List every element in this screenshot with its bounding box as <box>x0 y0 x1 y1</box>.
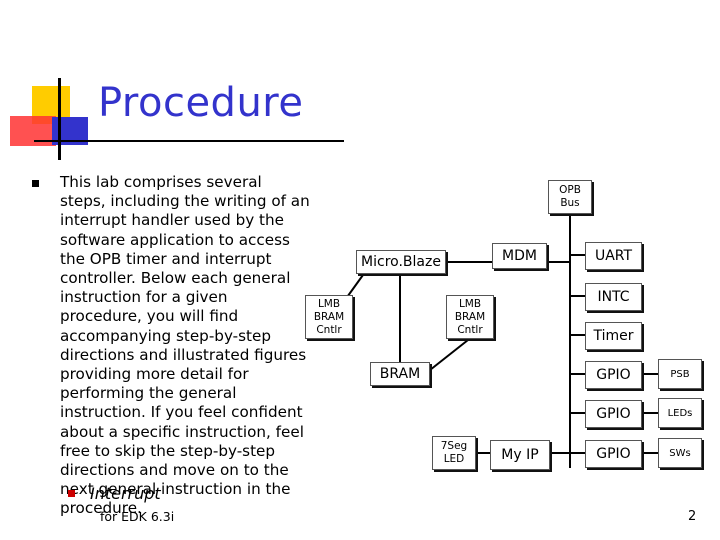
psb-box: PSB <box>658 359 702 389</box>
logo-vertical-line <box>58 78 61 160</box>
timer-box: Timer <box>585 322 642 350</box>
lmb-bram-cntlr-left-box: LMB BRAM Cntlr <box>305 295 353 339</box>
opb-bus-box: OPB Bus <box>548 180 592 214</box>
wire-lmb-right-bram <box>429 339 469 371</box>
lmb-bram-cntlr-right-box: LMB BRAM Cntlr <box>446 295 494 339</box>
footer-text: for EDK 6.3i <box>100 509 175 524</box>
gpio-psb-box: GPIO <box>585 361 642 389</box>
bram-box: BRAM <box>370 362 430 386</box>
leds-box: LEDs <box>658 398 702 428</box>
mdm-box: MDM <box>492 243 547 269</box>
uart-box: UART <box>585 242 642 270</box>
gpio-leds-box: GPIO <box>585 400 642 428</box>
my-ip-box: My IP <box>490 440 550 470</box>
body-paragraph: This lab comprises several steps, includ… <box>60 173 310 518</box>
bullet-marker <box>32 180 39 187</box>
sub-bullet-marker <box>68 490 75 497</box>
slide-title: Procedure <box>98 80 304 126</box>
7seg-led-box: 7Seg LED <box>432 436 476 470</box>
sub-bullet-text: Interrupt <box>90 484 161 503</box>
intc-box: INTC <box>585 283 642 311</box>
microblaze-box: Micro.Blaze <box>356 250 446 274</box>
sws-box: SWs <box>658 438 702 468</box>
title-underline <box>34 140 344 142</box>
gpio-sws-box: GPIO <box>585 440 642 468</box>
page-number: 2 <box>688 509 697 524</box>
